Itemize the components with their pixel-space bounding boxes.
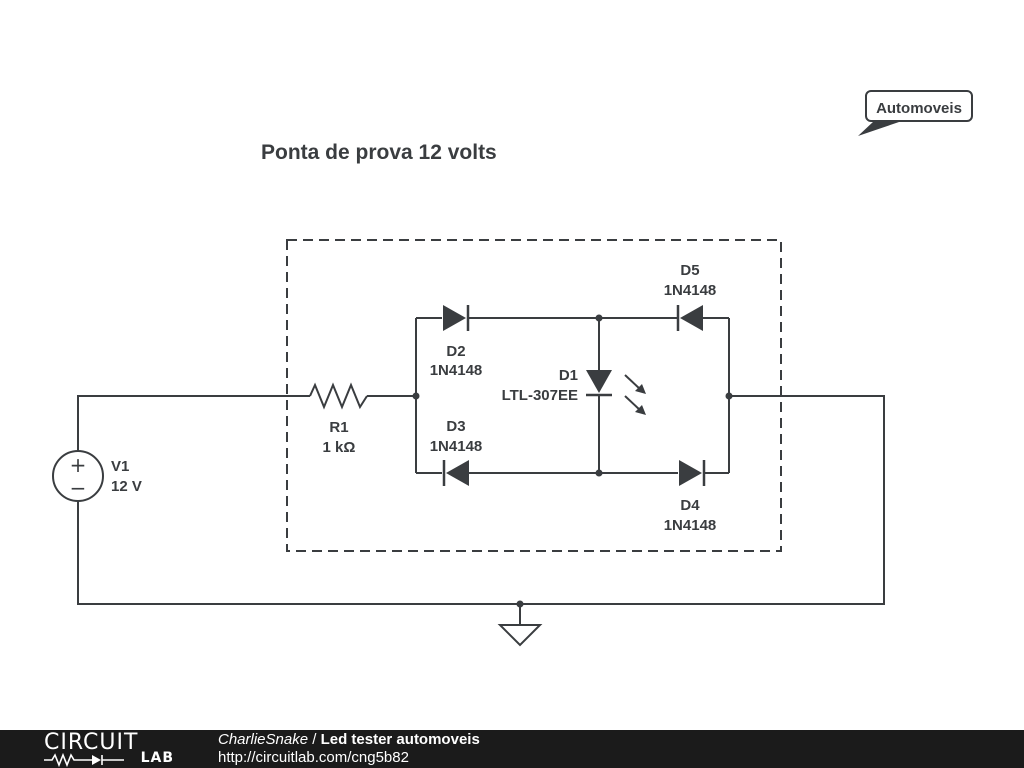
callout-automoveis[interactable]: Automoveis	[858, 90, 973, 136]
circuit-meta: CharlieSnake / Led tester automoveis htt…	[218, 731, 480, 767]
diode-d5-icon	[680, 305, 703, 331]
diode-d5[interactable]	[676, 305, 703, 331]
d5-ref: D5	[680, 262, 699, 279]
voltage-source-icon	[52, 450, 104, 502]
diode-d2[interactable]	[443, 305, 470, 331]
led-emission-arrowhead-2	[635, 405, 646, 415]
d2-ref: D2	[446, 343, 465, 360]
circuit-title[interactable]: Led tester automoveis	[320, 731, 480, 748]
r1-ref: R1	[329, 419, 348, 436]
junction-ground	[516, 600, 524, 608]
callout-text: Automoveis	[876, 100, 962, 117]
callout-box	[865, 90, 973, 122]
led-emission-arrow-1	[624, 374, 642, 391]
junction-left	[412, 392, 420, 400]
diode-d3[interactable]	[442, 460, 469, 486]
junctions	[412, 314, 733, 608]
led-d1-icon	[586, 370, 612, 393]
schematic-canvas: Ponta de prova 12 volts Automoveis	[52, 90, 973, 647]
diode-d4[interactable]	[679, 460, 706, 486]
logo-circuit-text: CIRCUIT	[44, 730, 139, 755]
diode-d4-icon	[679, 460, 702, 486]
circuit-url[interactable]: http://circuitlab.com/cng5b82	[218, 749, 409, 766]
v1-minus: −	[70, 476, 87, 500]
meta-separator: /	[308, 731, 321, 748]
v1-value: 12 V	[111, 478, 142, 495]
wire-v1-to-r1	[77, 395, 310, 453]
junction-top	[595, 314, 603, 322]
voltage-source-v1[interactable]: + −	[52, 450, 104, 502]
wires	[77, 317, 885, 625]
callout-pointer	[858, 121, 902, 136]
schematic-title: Ponta de prova 12 volts	[261, 141, 497, 164]
diode-d2-icon	[443, 305, 466, 331]
footer-bar: CIRCUIT LAB CharlieSnake / Led tester au…	[0, 730, 1024, 768]
d5-value: 1N4148	[664, 282, 717, 299]
junction-right	[725, 392, 733, 400]
schematic-svg: Ponta de prova 12 volts Automoveis	[52, 90, 973, 647]
v1-plus: +	[70, 453, 87, 477]
junction-bottom	[595, 469, 603, 477]
d3-value: 1N4148	[430, 438, 483, 455]
circuitlab-logo[interactable]: CIRCUIT LAB	[44, 730, 176, 767]
led-emission-arrow-2	[624, 395, 642, 412]
wire-return	[77, 395, 885, 605]
d1-ref: D1	[559, 367, 578, 384]
d3-ref: D3	[446, 418, 465, 435]
logo-lab-text: LAB	[140, 750, 174, 766]
resistor-r1-icon[interactable]	[309, 382, 368, 410]
d4-value: 1N4148	[664, 517, 717, 534]
v1-ref: V1	[111, 458, 129, 475]
d1-value: LTL-307EE	[502, 387, 578, 404]
d2-value: 1N4148	[430, 362, 483, 379]
led-d1[interactable]	[586, 370, 646, 415]
d4-ref: D4	[680, 497, 700, 514]
diode-d3-icon	[446, 460, 469, 486]
r1-value: 1 kΩ	[323, 439, 356, 456]
author-name[interactable]: CharlieSnake	[218, 731, 309, 748]
ground-icon	[497, 624, 543, 647]
led-emission-arrowhead-1	[635, 384, 646, 394]
logo-resistor-diode-icon	[44, 753, 124, 767]
